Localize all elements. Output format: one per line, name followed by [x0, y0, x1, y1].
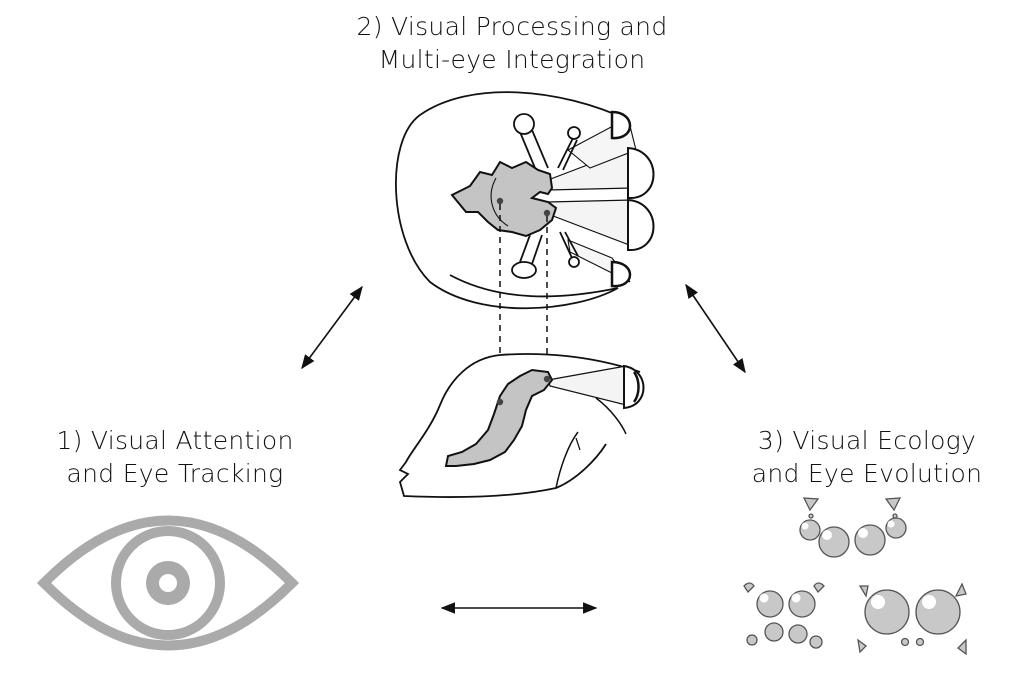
arrow-processing-attention: [301, 285, 363, 370]
brain-side-view: [444, 368, 554, 467]
section-label-line2: Multi-eye Integration: [378, 45, 646, 74]
principal-lens: [864, 589, 910, 635]
section-label-line1: 3) Visual Ecology: [757, 426, 977, 455]
section-label-line2: and Eye Tracking: [66, 459, 284, 488]
principal-eye: [627, 146, 655, 200]
eye-arrangement-deinopid: [857, 582, 967, 656]
section-label-line1: 2) Visual Processing and: [356, 12, 668, 41]
connection-arrows: [301, 283, 746, 614]
neuron-dot: [496, 398, 504, 406]
neuron-dot: [496, 197, 504, 205]
eye-outline: [36, 515, 300, 651]
secondary-eye: [567, 126, 581, 140]
secondary-eye: [513, 113, 535, 135]
eye-iris: [111, 526, 225, 640]
lateral-lens: [885, 517, 907, 539]
spider-head-side-view: [398, 353, 645, 498]
spider-head-top-view: [395, 91, 655, 310]
eye-arrangements: [743, 497, 967, 656]
lateral-eye: [610, 260, 632, 288]
neuron-dot: [543, 375, 551, 383]
secondary-eye: [568, 256, 580, 268]
eye-highlight: [159, 574, 177, 592]
secondary-eye: [511, 261, 537, 279]
lateral-lens: [799, 519, 821, 541]
principal-eye: [627, 198, 655, 252]
optic-fan-principal: [547, 199, 633, 247]
section-label-visual-attention: 1) Visual Attention and Eye Tracking: [20, 424, 330, 490]
section-label-visual-processing: 2) Visual Processing and Multi-eye Integ…: [312, 10, 712, 76]
eye-arrangement-salticid: [799, 497, 907, 558]
arrow-processing-ecology: [685, 283, 746, 374]
section-label-line2: and Eye Evolution: [751, 459, 983, 488]
principal-eye: [623, 364, 645, 410]
neuron-dot: [543, 209, 551, 217]
eye-icon: [36, 515, 300, 651]
section-label-line1: 1) Visual Attention: [56, 426, 294, 455]
section-label-visual-ecology: 3) Visual Ecology and Eye Evolution: [712, 424, 1022, 490]
brain-top-view: [450, 160, 558, 238]
principal-lens: [915, 589, 961, 635]
lateral-eye: [610, 110, 632, 140]
eye-arrangement-lycosid: [743, 582, 825, 649]
